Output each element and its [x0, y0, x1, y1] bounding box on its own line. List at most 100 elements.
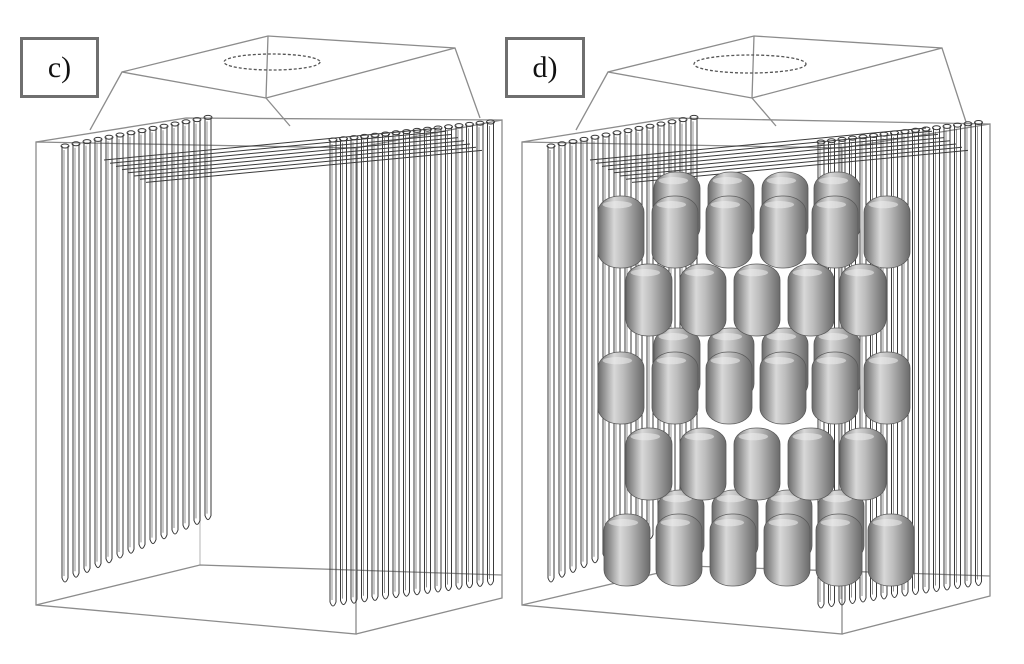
capsule-shell	[867, 513, 915, 587]
tube	[94, 139, 102, 569]
capsule-highlight	[868, 201, 899, 209]
capsule-shell	[839, 263, 887, 337]
tube-header-cap	[623, 128, 633, 134]
capsule-highlight	[872, 519, 903, 527]
tube-header-cap	[181, 119, 191, 125]
capsule	[759, 351, 807, 425]
capsule	[651, 195, 699, 269]
capsule	[733, 263, 781, 337]
panel-c-drawing	[35, 35, 503, 635]
capsule	[863, 195, 911, 269]
tube	[403, 131, 410, 597]
capsule-shell	[763, 513, 811, 587]
tube	[466, 124, 473, 589]
tube-header-cap	[370, 132, 380, 138]
tube	[160, 126, 168, 540]
tube-header-cap	[612, 130, 622, 136]
capsule-highlight	[770, 495, 801, 503]
tube	[329, 140, 337, 607]
capsule-highlight	[844, 269, 875, 277]
capsule-highlight	[764, 357, 795, 365]
tube	[933, 127, 940, 592]
capsule-shell	[811, 351, 859, 425]
tube	[870, 135, 877, 601]
tube	[61, 146, 69, 583]
tube-header-cap	[590, 134, 600, 140]
header-tube	[127, 140, 465, 174]
panel-label-d: d)	[505, 37, 585, 98]
tube	[340, 138, 347, 606]
capsule-shell	[603, 513, 651, 587]
tube-header-cap	[192, 117, 202, 123]
capsule	[705, 351, 753, 425]
tube-header-cap	[203, 114, 213, 120]
tube	[547, 146, 555, 583]
tube	[580, 139, 588, 569]
tube	[922, 129, 930, 594]
tube-header-cap	[475, 120, 485, 126]
capsule-highlight	[602, 201, 633, 209]
tube-header-cap	[974, 120, 983, 125]
tube-header-cap	[486, 119, 495, 125]
tube-header-cap	[104, 134, 114, 140]
tube-header-cap	[444, 124, 453, 130]
capsule-highlight	[766, 333, 797, 341]
tube	[975, 122, 982, 586]
capsule	[787, 427, 835, 501]
tube	[891, 132, 898, 598]
capsule	[811, 195, 859, 269]
capsule-shell	[815, 513, 863, 587]
tube-header-cap	[858, 134, 868, 140]
capsule-shell	[651, 195, 699, 269]
tube	[127, 132, 135, 554]
tube	[382, 134, 389, 600]
tube-header-cap	[433, 125, 443, 131]
capsule	[759, 195, 807, 269]
tube-header-cap	[546, 143, 556, 149]
capsule	[811, 351, 859, 425]
capsule-highlight	[820, 519, 851, 527]
tube-header-cap	[126, 130, 136, 136]
tube	[476, 123, 484, 587]
tube	[182, 121, 190, 530]
capsule-highlight	[660, 519, 691, 527]
tube	[105, 137, 113, 564]
tube	[193, 119, 201, 525]
capsule-shell	[625, 263, 673, 337]
capsule-shell	[679, 263, 727, 337]
tube-header-cap	[689, 114, 699, 120]
capsule	[867, 513, 915, 587]
tube	[569, 141, 577, 573]
capsule-highlight	[712, 177, 743, 185]
capsule-highlight	[656, 201, 687, 209]
capsule-shell	[655, 513, 703, 587]
header-tube	[133, 143, 471, 177]
tube	[434, 128, 442, 593]
tube	[943, 126, 951, 591]
capsule-highlight	[792, 433, 823, 441]
capsule-shell	[705, 351, 753, 425]
tube-header-cap	[579, 136, 589, 142]
capsule	[655, 513, 703, 587]
capsule-shell	[597, 195, 645, 269]
capsule	[705, 195, 753, 269]
header-tube	[103, 127, 441, 161]
capsule	[733, 427, 781, 501]
tube-header-cap	[159, 123, 169, 129]
capsule-shell	[863, 351, 911, 425]
header-tube	[613, 140, 951, 174]
capsule-shell	[839, 427, 887, 501]
capsule-highlight	[738, 433, 769, 441]
tube-header-cap	[953, 122, 962, 128]
tube	[138, 130, 146, 549]
capsule-highlight	[716, 495, 747, 503]
capsule	[597, 351, 645, 425]
capsule-shell	[863, 195, 911, 269]
capsule	[709, 513, 757, 587]
capsule	[787, 263, 835, 337]
capsule-highlight	[816, 201, 847, 209]
capsule	[625, 263, 673, 337]
tube	[912, 130, 919, 595]
capsule-shell	[733, 263, 781, 337]
